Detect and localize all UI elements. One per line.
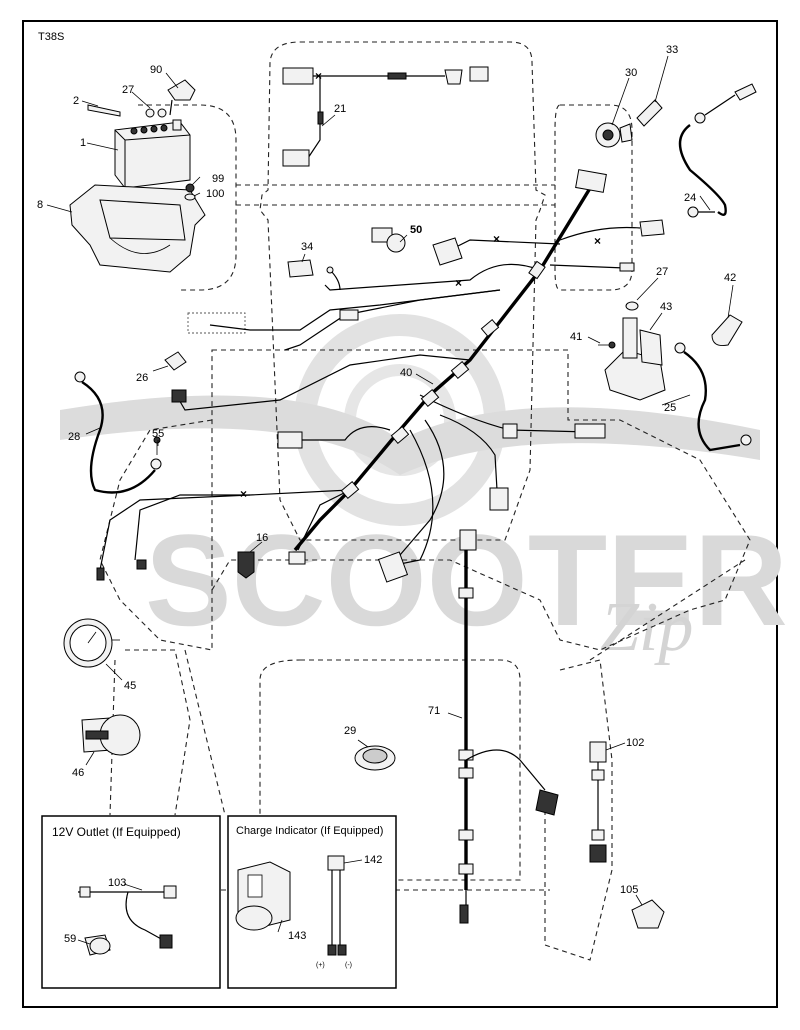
label-29: 29 xyxy=(344,725,356,737)
region-outlines xyxy=(99,41,751,961)
label-24: 24 xyxy=(684,192,696,204)
watermark-script: Zip xyxy=(600,589,693,666)
svg-text:×: × xyxy=(493,232,500,246)
main-harness-40: × × × × xyxy=(96,169,665,583)
label-71: 71 xyxy=(428,705,440,717)
switch-50 xyxy=(371,227,406,253)
hour-meter-46 xyxy=(81,714,141,756)
label-30: 30 xyxy=(625,67,637,79)
label-50: 50 xyxy=(410,224,422,236)
svg-text:×: × xyxy=(455,276,462,290)
switch-102 xyxy=(589,741,607,863)
bolt-41 xyxy=(598,341,616,349)
label-90: 90 xyxy=(150,64,162,76)
label-46: 46 xyxy=(72,767,84,779)
label-55: 55 xyxy=(152,428,164,440)
minus-mark: (-) xyxy=(345,962,352,969)
fuse-26 xyxy=(164,351,187,371)
label-59: 59 xyxy=(64,933,76,945)
label-45: 45 xyxy=(124,680,136,692)
inset-charge-indicator: Charge Indicator (If Equipped) (+) (-) xyxy=(227,815,397,989)
label-143: 143 xyxy=(288,930,306,942)
cable-24 xyxy=(678,83,757,218)
label-21: 21 xyxy=(334,103,346,115)
label-2: 2 xyxy=(73,95,79,107)
label-25: 25 xyxy=(664,402,676,414)
battery-tray xyxy=(69,184,206,273)
plus-mark: (+) xyxy=(316,962,325,969)
diagram-code: T38S xyxy=(38,31,64,43)
cap-42 xyxy=(711,314,743,346)
inset-12v-outlet: 12V Outlet (If Equipped) xyxy=(41,815,221,989)
label-27b: 27 xyxy=(656,266,668,278)
label-100: 100 xyxy=(206,188,224,200)
label-27a: 27 xyxy=(122,84,134,96)
cable-28 xyxy=(74,371,162,494)
label-33: 33 xyxy=(666,44,678,56)
label-43: 43 xyxy=(660,301,672,313)
battery xyxy=(114,119,191,189)
label-34: 34 xyxy=(301,241,313,253)
connector-16 xyxy=(237,551,255,579)
label-103: 103 xyxy=(108,877,126,889)
label-102: 102 xyxy=(626,737,644,749)
diagram-frame xyxy=(22,20,778,1008)
label-1: 1 xyxy=(80,137,86,149)
relay-34 xyxy=(287,259,341,291)
label-28: 28 xyxy=(68,431,80,443)
key-33 xyxy=(636,99,663,127)
grommet-29 xyxy=(354,745,396,771)
gauge-45 xyxy=(63,618,120,668)
label-142: 142 xyxy=(364,854,382,866)
cable-25 xyxy=(674,342,752,452)
inset-charge-title: Charge Indicator (If Equipped) xyxy=(236,825,383,837)
label-41: 41 xyxy=(570,331,582,343)
label-16: 16 xyxy=(256,532,268,544)
plate xyxy=(432,237,463,266)
label-40: 40 xyxy=(400,367,412,379)
harness-21: × xyxy=(282,66,489,167)
label-42: 42 xyxy=(724,272,736,284)
ignition-switch-30 xyxy=(595,122,633,148)
part-labels: 90 2 27 1 99 100 8 21 33 30 24 50 34 27 … xyxy=(37,44,736,945)
label-99: 99 xyxy=(212,173,224,185)
screw-55 xyxy=(153,436,161,455)
svg-text:×: × xyxy=(240,487,247,501)
leader-lines xyxy=(46,55,734,945)
label-8: 8 xyxy=(37,199,43,211)
inset-outlet-title: 12V Outlet (If Equipped) xyxy=(52,825,181,839)
svg-text:×: × xyxy=(315,69,322,83)
label-105: 105 xyxy=(620,884,638,896)
battery-strap-bolt xyxy=(87,79,196,201)
nut-27 xyxy=(625,301,639,311)
solenoid-43 xyxy=(604,317,666,401)
switch-105 xyxy=(631,899,665,929)
label-26: 26 xyxy=(136,372,148,384)
harness-71 xyxy=(458,529,559,924)
svg-text:×: × xyxy=(594,234,601,248)
